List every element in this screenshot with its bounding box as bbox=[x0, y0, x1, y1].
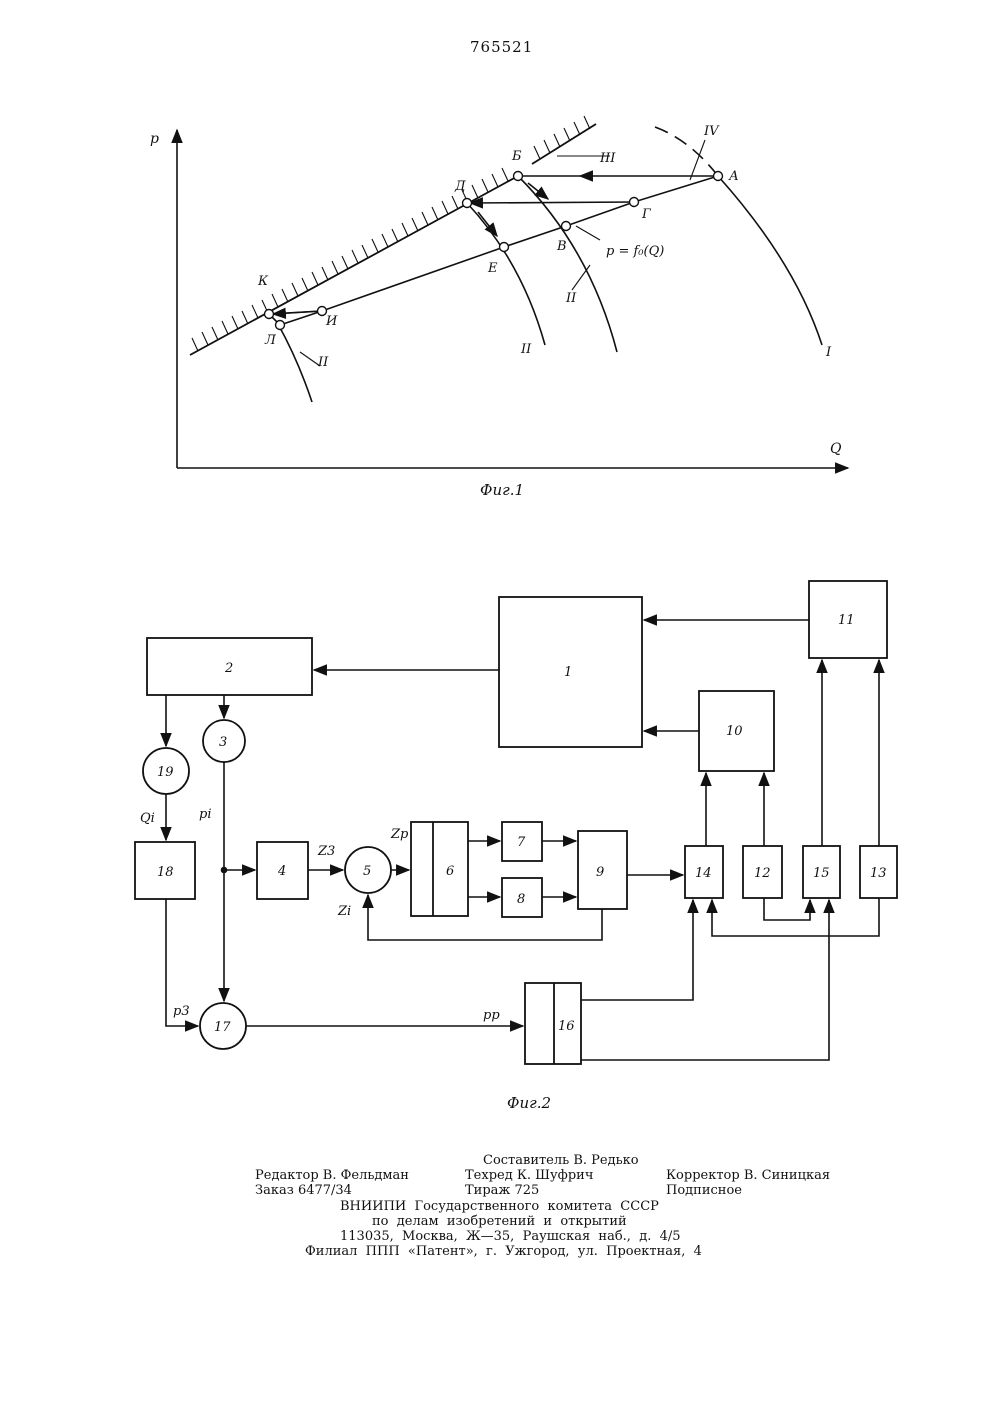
label-block-4: 4 bbox=[277, 864, 286, 879]
colophon-address: 113035, Москва, Ж—35, Раушская наб., д. … bbox=[340, 1229, 681, 1244]
colophon-editor: Редактор В. Фельдман bbox=[255, 1168, 409, 1183]
label-IV: IV bbox=[703, 124, 720, 139]
label-block-16: 16 bbox=[558, 1019, 575, 1034]
curve-I-solid bbox=[718, 176, 822, 345]
label-block-11: 11 bbox=[838, 613, 855, 628]
label-block-19: 19 bbox=[157, 765, 174, 780]
fig1-x-label: Q bbox=[830, 441, 842, 457]
label-formula: p = f₀(Q) bbox=[606, 244, 664, 259]
colophon-corrector: Корректор В. Синицкая bbox=[666, 1168, 830, 1183]
boundary-hatched-line bbox=[190, 116, 596, 355]
label-block-1: 1 bbox=[564, 665, 572, 680]
point-A bbox=[714, 172, 723, 181]
fig2-caption: Фиг.2 bbox=[507, 1094, 551, 1112]
signal-pp: pp bbox=[483, 1008, 500, 1023]
colophon-circulation: Тираж 725 bbox=[465, 1183, 539, 1198]
label-G: Г bbox=[641, 207, 651, 222]
label-block-14: 14 bbox=[695, 866, 712, 881]
label-block-7: 7 bbox=[517, 835, 526, 850]
label-block-6: 6 bbox=[446, 864, 454, 879]
signal-pi: pi bbox=[199, 807, 211, 822]
curve-II-c bbox=[278, 324, 312, 402]
label-III: III bbox=[599, 151, 616, 166]
colophon-org2: по делам изобретений и открытий bbox=[372, 1214, 627, 1229]
label-A: А bbox=[728, 169, 739, 184]
label-curve-II-b: II bbox=[520, 342, 532, 357]
signal-zi: Zi bbox=[337, 904, 351, 919]
point-E bbox=[500, 243, 509, 252]
arrow-G-D bbox=[470, 202, 634, 203]
signal-z3: Z3 bbox=[317, 844, 335, 859]
fig1-y-label: p bbox=[150, 131, 159, 147]
label-L: Л bbox=[264, 333, 277, 348]
point-L bbox=[276, 321, 285, 330]
block-6 bbox=[411, 822, 468, 916]
label-block-9: 9 bbox=[596, 865, 604, 880]
label-curve-I: I bbox=[825, 345, 832, 360]
label-block-3: 3 bbox=[219, 735, 227, 750]
label-block-2: 2 bbox=[224, 661, 233, 676]
point-D bbox=[463, 199, 472, 208]
colophon-subscription: Подписное bbox=[666, 1183, 742, 1198]
signal-qi: Qi bbox=[140, 811, 155, 826]
arrow-D-E bbox=[478, 212, 497, 236]
label-block-10: 10 bbox=[726, 724, 743, 739]
point-V bbox=[562, 222, 571, 231]
label-curve-II-c: II bbox=[317, 355, 329, 370]
label-block-15: 15 bbox=[813, 866, 830, 881]
point-K bbox=[265, 310, 274, 319]
label-I: И bbox=[325, 314, 338, 329]
colophon-order: Заказ 6477/34 bbox=[255, 1183, 352, 1198]
colophon-techred: Техред К. Шуфрич bbox=[465, 1168, 593, 1183]
label-E: Е bbox=[487, 261, 498, 276]
label-K: К bbox=[257, 274, 269, 289]
point-B bbox=[514, 172, 523, 181]
label-V: В bbox=[556, 239, 567, 254]
point-G bbox=[630, 198, 639, 207]
label-B: Б bbox=[511, 149, 522, 164]
label-block-18: 18 bbox=[157, 865, 174, 880]
label-block-12: 12 bbox=[754, 866, 771, 881]
label-curve-II-a: II bbox=[565, 291, 577, 306]
curve-II-b bbox=[467, 203, 545, 345]
colophon-branch: Филиал ППП «Патент», г. Ужгород, ул. Про… bbox=[305, 1244, 702, 1259]
label-block-5: 5 bbox=[363, 864, 371, 879]
label-block-13: 13 bbox=[870, 866, 887, 881]
signal-zp: Zp bbox=[390, 827, 409, 842]
label-block-8: 8 bbox=[517, 892, 525, 907]
label-D: Д bbox=[454, 179, 466, 194]
colophon-compiler: Составитель В. Редько bbox=[483, 1153, 639, 1168]
signal-p3: p3 bbox=[173, 1004, 190, 1019]
fig2 bbox=[135, 581, 897, 1064]
fig1-caption: Фиг.1 bbox=[480, 481, 524, 499]
label-block-17: 17 bbox=[214, 1020, 231, 1035]
colophon-org1: ВНИИПИ Государственного комитета СССР bbox=[340, 1199, 659, 1214]
fig1 bbox=[177, 116, 848, 468]
